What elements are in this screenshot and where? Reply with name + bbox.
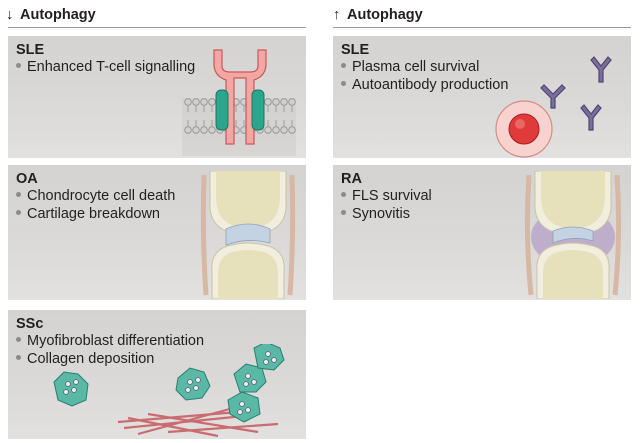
panel-title: SLE: [341, 42, 370, 58]
right-column-title: ↑ Autophagy: [333, 4, 423, 26]
panel-sle-reduced: SLE Enhanced T-cell signalling: [8, 36, 306, 158]
healthy-joint-icon: [200, 171, 296, 299]
tcell-receptor-icon: [182, 49, 296, 156]
right-column-rule: [333, 27, 631, 28]
bullet-item: Plasma cell survival: [341, 59, 508, 77]
bullet-item: Cartilage breakdown: [16, 206, 175, 224]
bullet-item: Myofibroblast differentiation: [16, 333, 204, 351]
panel-title: SLE: [16, 42, 45, 58]
bullet-list: Myofibroblast differentiation Collagen d…: [16, 333, 204, 368]
antibody-icon: [540, 56, 612, 131]
bullet-item: Enhanced T-cell signalling: [16, 59, 195, 77]
bullet-list: Enhanced T-cell signalling: [16, 59, 195, 77]
panel-ra: RA FLS survival Synovitis: [333, 165, 631, 300]
bullet-item: Chondrocyte cell death: [16, 188, 175, 206]
left-column-title: ↓ Autophagy: [6, 4, 96, 26]
bullet-list: FLS survival Synovitis: [341, 188, 432, 223]
right-column-title-text: Autophagy: [347, 7, 423, 23]
bullet-list: Chondrocyte cell death Cartilage breakdo…: [16, 188, 175, 223]
left-column-rule: [8, 27, 306, 28]
down-arrow-icon: ↓: [6, 7, 14, 23]
panel-ssc: SSc Myofibroblast differentiation Collag…: [8, 310, 306, 439]
bullet-item: Autoantibody production: [341, 77, 508, 95]
plasma-cell-icon: [495, 100, 553, 158]
panel-title: RA: [341, 171, 362, 187]
bullet-item: FLS survival: [341, 188, 432, 206]
left-column-title-text: Autophagy: [20, 7, 96, 23]
bullet-item: Collagen deposition: [16, 351, 204, 369]
bullet-list: Plasma cell survival Autoantibody produc…: [341, 59, 508, 94]
panel-oa: OA Chondrocyte cell death Cartilage brea…: [8, 165, 306, 300]
up-arrow-icon: ↑: [333, 7, 341, 23]
fibroblast-cluster-icon: [53, 344, 285, 438]
panel-title: SSc: [16, 316, 44, 332]
inflamed-joint-icon: [524, 171, 622, 299]
panel-sle-increased: SLE Plasma cell survival Autoantibody pr…: [333, 36, 631, 158]
bullet-item: Synovitis: [341, 206, 432, 224]
panel-title: OA: [16, 171, 38, 187]
